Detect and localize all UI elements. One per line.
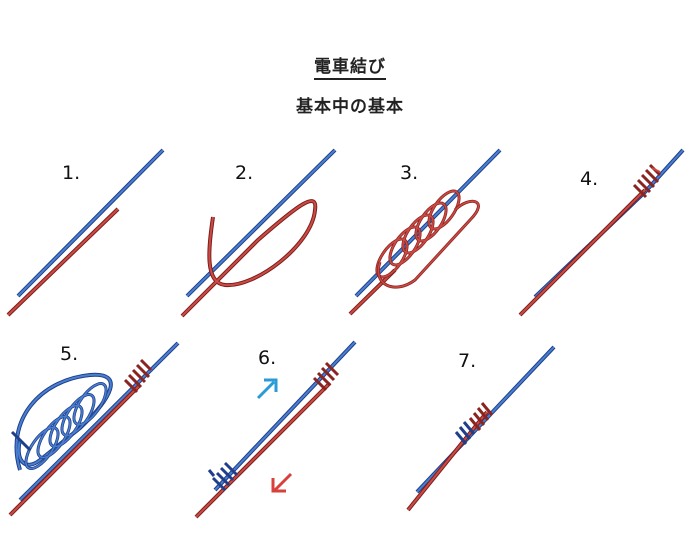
step-1-blue-line-core xyxy=(17,149,164,297)
step-1-illustration xyxy=(6,148,165,317)
step-7-illustration xyxy=(406,345,556,512)
step-6-blue-knot xyxy=(211,461,239,492)
pull-down-arrow xyxy=(273,472,293,492)
step-2-red-loop xyxy=(180,199,318,318)
step-5-illustration xyxy=(8,341,180,517)
step-6-red-knot xyxy=(312,361,340,392)
step-5-number: 5. xyxy=(60,343,79,365)
diagram-subtitle: 基本中の基本 xyxy=(296,97,404,117)
step-6-illustration xyxy=(194,340,357,519)
step-3-illustration xyxy=(348,148,502,316)
pull-up-arrow xyxy=(256,380,276,400)
step-2-number: 2. xyxy=(235,162,254,184)
step-6-number: 6. xyxy=(258,347,277,369)
step-1-number: 1. xyxy=(62,162,81,184)
step-7-number: 7. xyxy=(458,350,477,372)
step-2-illustration xyxy=(180,148,337,318)
step-1-red-line-core xyxy=(7,208,119,316)
step-7-blue-knot xyxy=(454,421,476,445)
step-4-illustration xyxy=(518,148,685,317)
step-5-red-knot xyxy=(123,358,153,394)
diagram-title: 電車結び xyxy=(0,52,700,80)
step-7-red-knot xyxy=(468,402,494,431)
step-3-number: 3. xyxy=(400,162,419,184)
step-4-number: 4. xyxy=(580,168,599,190)
